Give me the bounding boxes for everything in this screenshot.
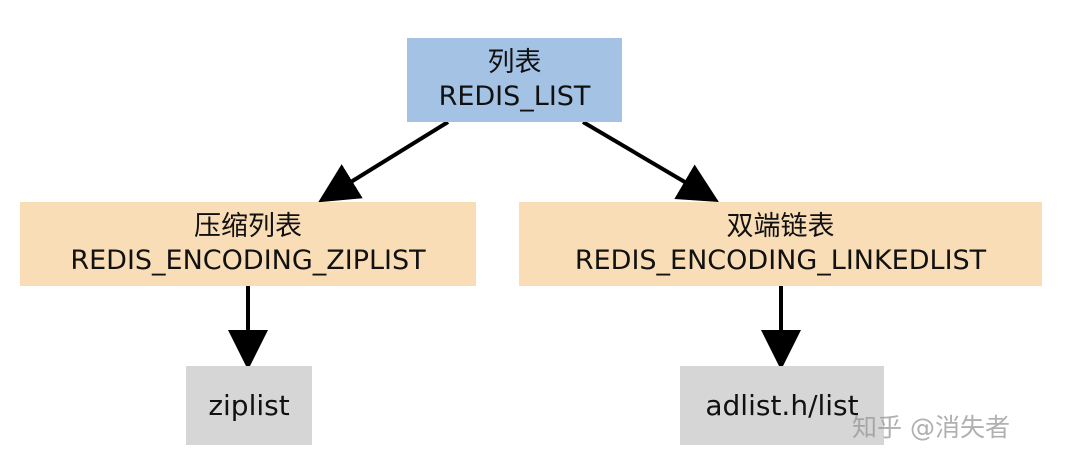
impl-node-adlist-label: adlist.h/list <box>705 388 859 422</box>
encoding-node-ziplist-title: 压缩列表 <box>194 211 302 242</box>
encoding-node-linkedlist-title: 双端链表 <box>726 211 835 242</box>
impl-node-adlist: adlist.h/list <box>680 366 884 445</box>
impl-node-ziplist-label: ziplist <box>208 388 290 422</box>
impl-node-ziplist: ziplist <box>186 366 312 445</box>
root-node-title: 列表 <box>487 47 542 78</box>
encoding-node-linkedlist: 双端链表 REDIS_ENCODING_LINKEDLIST <box>519 202 1042 286</box>
encoding-node-ziplist: 压缩列表 REDIS_ENCODING_ZIPLIST <box>20 202 476 286</box>
edge-root-to-linkedlist-encoding <box>581 120 719 203</box>
encoding-node-ziplist-constant: REDIS_ENCODING_ZIPLIST <box>70 245 426 276</box>
root-node-type: REDIS_LIST <box>438 81 591 112</box>
watermark: 知乎 @消失者 <box>852 408 1010 444</box>
edge-root-to-ziplist-encoding <box>318 120 450 203</box>
watermark-text: 知乎 @消失者 <box>852 413 1010 442</box>
root-node-redis-list: 列表 REDIS_LIST <box>407 38 622 122</box>
encoding-node-linkedlist-constant: REDIS_ENCODING_LINKEDLIST <box>574 245 987 276</box>
